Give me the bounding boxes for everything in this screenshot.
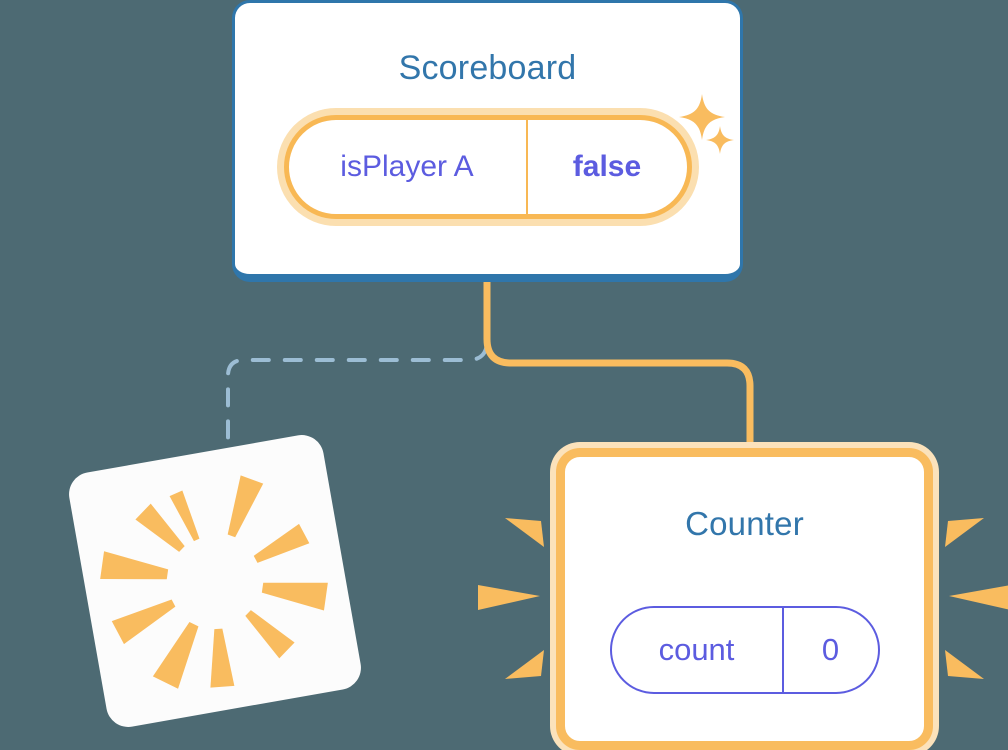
scoreboard-title: Scoreboard: [398, 49, 577, 87]
counter-state-value: 0: [781, 608, 878, 692]
scoreboard-state-value: false: [525, 120, 687, 214]
edge-scoreboard-to-counter: [483, 280, 754, 470]
scoreboard-card[interactable]: Scoreboard isPlayer A false: [232, 0, 743, 282]
ray-left-top: [505, 518, 544, 547]
sparkle-small-icon: [706, 126, 734, 154]
ray-left-bottom: [505, 650, 544, 679]
sparkle-large-icon: [679, 94, 725, 140]
counter-state-key: count: [658, 632, 735, 667]
rerendered-component-card[interactable]: [65, 431, 365, 731]
ray-right-bottom: [945, 650, 984, 679]
counter-state-pill[interactable]: count 0: [609, 606, 880, 694]
counter-title: Counter: [685, 505, 804, 542]
counter-card[interactable]: Counter count 0: [556, 448, 933, 750]
ray-right-middle: [949, 585, 1008, 610]
ray-right-top: [945, 518, 984, 547]
radial-burst-icon: [100, 475, 328, 689]
scoreboard-state-pill[interactable]: isPlayer A false: [276, 108, 699, 226]
scoreboard-state-key: isPlayer A: [340, 150, 474, 183]
ray-left-middle: [478, 585, 540, 610]
